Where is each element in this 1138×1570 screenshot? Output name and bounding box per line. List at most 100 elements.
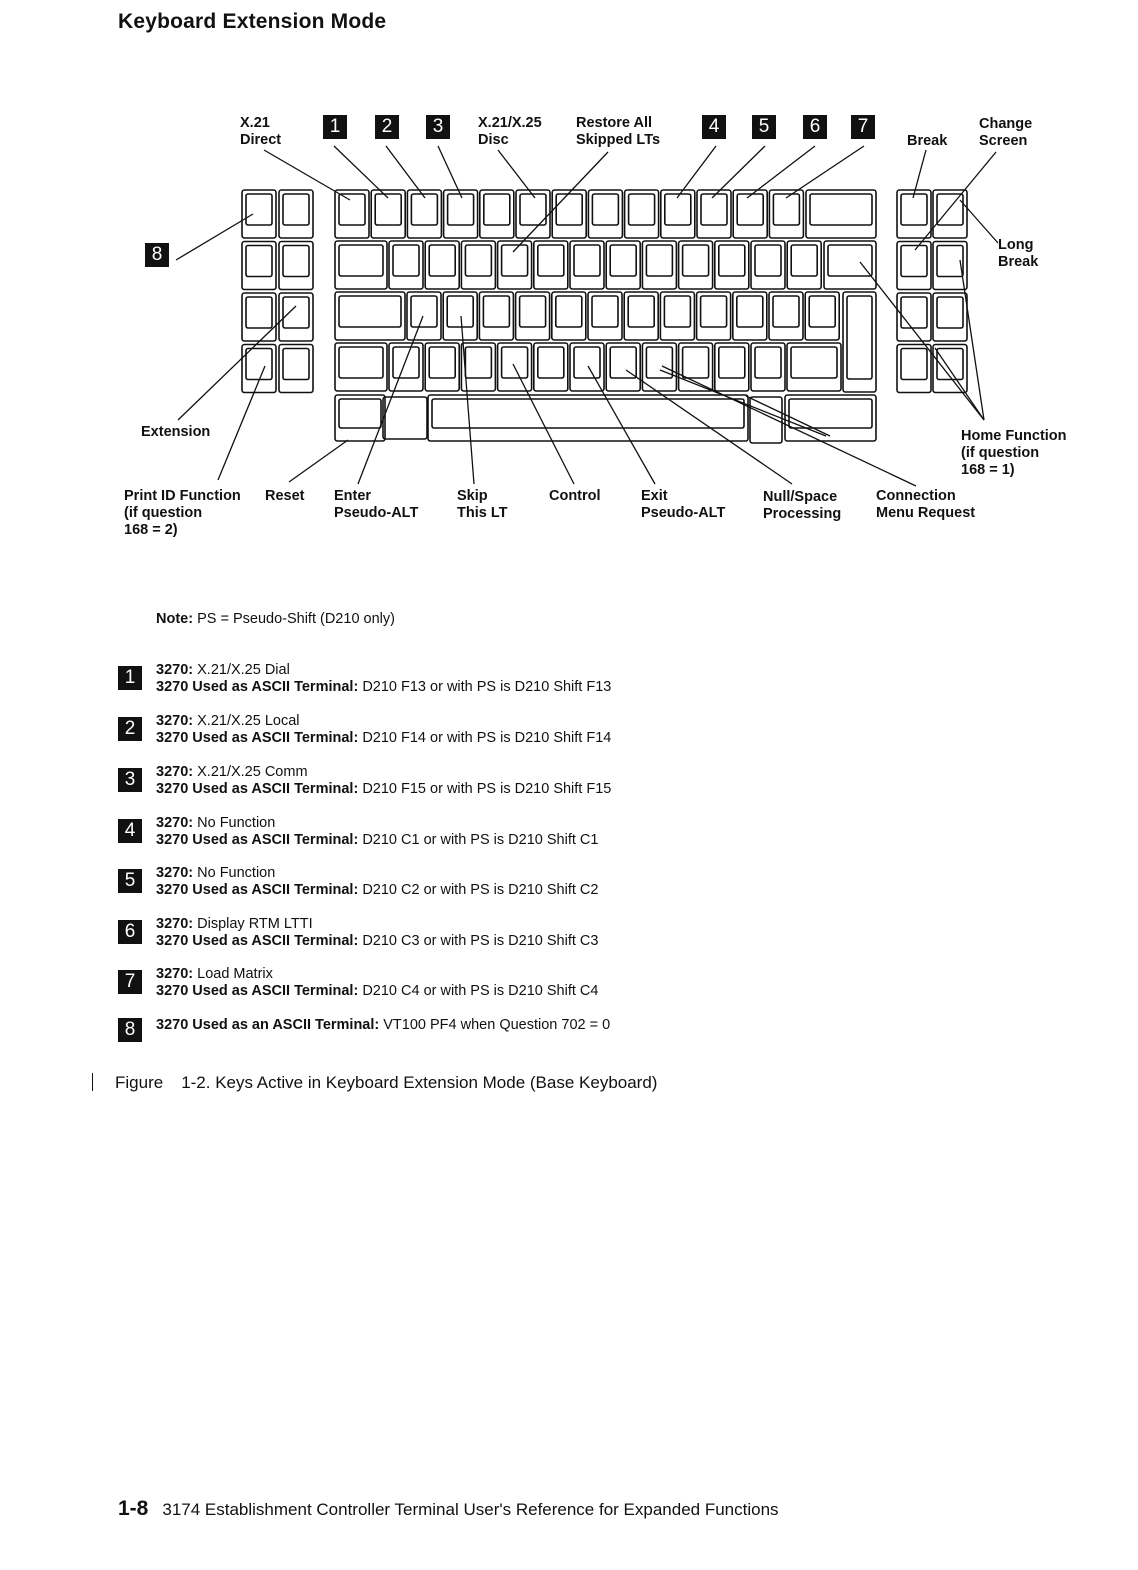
callout-leader-line (587, 365, 656, 485)
callout-change-screen: Change Screen (979, 116, 1033, 149)
note-label: Note: (156, 611, 194, 627)
legend-number: 5 (118, 869, 142, 893)
callout-leader-line (745, 395, 831, 437)
callout-leaders (175, 145, 999, 487)
keyboard-key (241, 343, 277, 394)
keyboard-key (388, 342, 424, 392)
callout-leader-line (711, 145, 766, 199)
keyboard-key (641, 342, 678, 392)
keyboard-key (569, 240, 605, 290)
callout-number-7: 7 (851, 115, 875, 139)
callout-home-function: Home Function (if question 168 = 1) (961, 428, 1067, 478)
keyboard-key (334, 189, 370, 239)
callout-number-8: 8 (145, 243, 169, 267)
keyboard-key (278, 343, 314, 394)
callout-number-6: 6 (803, 115, 827, 139)
callout-leader-line (263, 149, 351, 201)
callout-control: Control (549, 488, 601, 504)
keyboard-key (896, 292, 932, 342)
keyboard-keys (241, 189, 968, 444)
keyboard-key (623, 291, 660, 341)
callout-number-1: 1 (323, 115, 347, 139)
callout-reset: Reset (265, 488, 305, 504)
page-number: 1-8 (118, 1497, 149, 1520)
keyboard-key (241, 240, 277, 291)
callout-x21x25-disc: X.21/X.25 Disc (478, 115, 542, 148)
keyboard-key (569, 342, 605, 392)
keyboard-key (241, 189, 277, 239)
keyboard-key (496, 240, 533, 290)
keyboard-key (587, 189, 624, 239)
callout-skip-this-lt: Skip This LT (457, 488, 508, 521)
callout-leader-line (746, 145, 816, 199)
keyboard-key (514, 291, 551, 341)
keyboard-key (241, 292, 277, 342)
callout-leader-line (512, 151, 609, 253)
keyboard-key (768, 189, 805, 239)
keyboard-key (713, 240, 750, 290)
keyboard-key (406, 291, 442, 341)
callout-leader-line (912, 149, 927, 199)
keyboard-key (932, 292, 968, 342)
callout-leader-line (177, 305, 297, 421)
keyboard-key (641, 240, 678, 290)
keyboard-key (932, 343, 968, 394)
keyboard-key (532, 342, 569, 392)
callout-connection-menu: Connection Menu Request (876, 488, 976, 521)
keyboard-key (370, 189, 407, 239)
legend-number: 2 (118, 717, 142, 741)
keyboard-key (659, 189, 696, 239)
callout-leader-line (959, 199, 999, 244)
callout-number-3: 3 (426, 115, 450, 139)
keyboard-key (551, 189, 588, 239)
note-text: PS = Pseudo-Shift (D210 only) (197, 611, 395, 627)
footer-text: 3174 Establishment Controller Terminal U… (162, 1500, 779, 1519)
keyboard-key (786, 240, 823, 290)
keyboard-key (460, 342, 497, 392)
keyboard-key (406, 189, 443, 239)
keyboard-key (695, 291, 732, 341)
legend-number: 8 (118, 1018, 142, 1042)
legend-number: 3 (118, 768, 142, 792)
callout-exit-pseudo-alt: Exit Pseudo-ALT (641, 488, 726, 521)
keyboard-key (442, 189, 479, 239)
keyboard-key (550, 291, 587, 341)
callout-leader-line (661, 365, 917, 487)
callout-leader-line (437, 145, 463, 199)
keyboard-key (786, 342, 842, 392)
keyboard-key (623, 189, 660, 239)
keyboard-key (496, 342, 533, 392)
callout-number-2: 2 (375, 115, 399, 139)
keyboard-key (696, 189, 732, 239)
keyboard-key (932, 189, 968, 239)
keyboard-key (784, 394, 877, 442)
callout-number-4: 4 (702, 115, 726, 139)
keyboard-key (334, 240, 388, 290)
callout-x21-direct: X.21 Direct (240, 115, 282, 148)
callout-print-id: Print ID Function (if question 168 = 2) (124, 488, 241, 538)
keyboard-key (605, 240, 642, 290)
callout-leader-line (625, 369, 793, 485)
keyboard-key (334, 291, 406, 341)
keyboard-key (587, 291, 623, 341)
figure-number: 1-2. (181, 1073, 211, 1092)
legend-number: 6 (118, 920, 142, 944)
note: Note: PS = Pseudo-Shift (D210 only) (156, 611, 395, 627)
keyboard-key (804, 291, 841, 341)
figure-text: Keys Active in Keyboard Extension Mode (… (215, 1073, 658, 1092)
keyboard-key (932, 240, 968, 291)
keyboard-key (424, 240, 461, 290)
keyboard-key (805, 189, 877, 239)
callout-leader-line (785, 145, 865, 199)
page-footer: 1-8 3174 Establishment Controller Termina… (118, 1497, 779, 1521)
keyboard-key (334, 342, 388, 392)
keyboard-key (424, 342, 461, 392)
keyboard-key (427, 394, 749, 442)
callout-leader-line (217, 365, 266, 481)
callout-leader-line (676, 145, 717, 199)
keyboard-key (750, 342, 786, 392)
callout-leader-line (288, 439, 349, 483)
callout-leader-line (357, 315, 424, 485)
keyboard-key (478, 189, 515, 239)
